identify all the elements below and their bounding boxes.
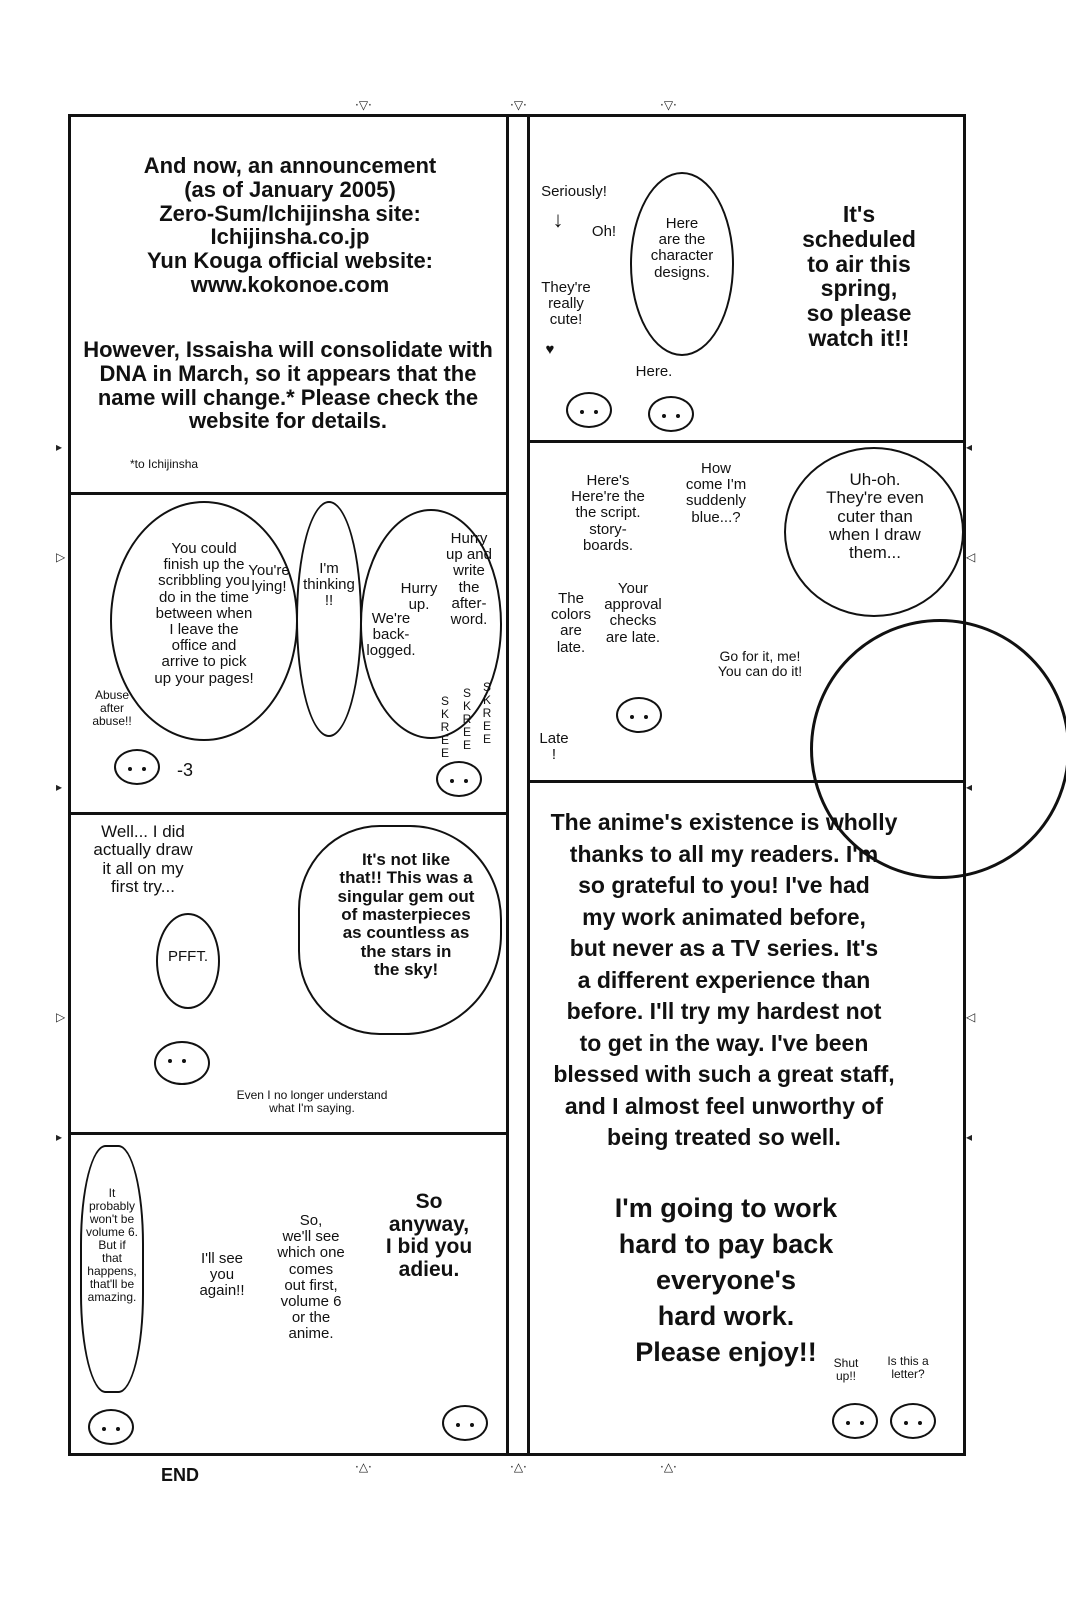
letter-text: Is this a letter? (887, 1354, 929, 1381)
thinking-text: I'm thinking !! (303, 560, 355, 610)
here-text: Here. (635, 363, 673, 380)
character-face (832, 1403, 878, 1439)
volume-text: It probably won't be volume 6. But if th… (85, 1186, 139, 1304)
speech-bubble (296, 501, 362, 737)
panel-pages: You could finish up the scribbling you d… (70, 495, 506, 812)
trim-mark: ◁ (966, 550, 976, 564)
trim-mark: ·▽· (510, 98, 527, 112)
trim-mark: ◁ (966, 1010, 976, 1024)
thanks-body: The anime's existence is wholly thanks t… (550, 809, 898, 1150)
speech-bubble (110, 501, 298, 741)
large-character-drawing (810, 619, 1066, 879)
hurry-afterword-text: Hurry up and write the after- word. (446, 530, 492, 628)
trim-mark: ·▽· (660, 98, 677, 112)
panel-adieu: It probably won't be volume 6. But if th… (70, 1135, 506, 1453)
speech-bubble (156, 913, 220, 1009)
end-label: END (160, 1465, 199, 1485)
trim-mark: ▸ (56, 440, 63, 454)
skree-sound: SKREE (482, 680, 492, 746)
cuter-bubble-text: Uh-oh. They're even cuter than when I dr… (826, 470, 924, 563)
whichone-text: So, we'll see which one comes out first,… (277, 1212, 345, 1343)
panel-announcement: And now, an announcement (as of January … (70, 116, 506, 492)
shut-up-text: Shut up!! (833, 1356, 859, 1383)
character-face (648, 396, 694, 432)
character-face (890, 1403, 936, 1439)
speech-bubble (360, 509, 502, 739)
closing-text: I'm going to work hard to pay back every… (614, 1193, 838, 1367)
scheduled-text: It's scheduled to air this spring, so pl… (802, 201, 916, 352)
panel-thanks: The anime's existence is wholly thanks t… (530, 783, 966, 1453)
seeyou-text: I'll see you again!! (199, 1250, 245, 1300)
announcement-title: And now, an announcement (as of January … (143, 153, 437, 297)
trim-mark: ·△· (355, 1460, 372, 1474)
column-divider (527, 114, 530, 1456)
script-text: Here's Here're the the script. story- bo… (571, 472, 645, 554)
cute-text: They're really cute! (541, 279, 591, 329)
character-face (442, 1405, 488, 1441)
finish-bubble-text: You could finish up the scribbling you d… (154, 540, 254, 687)
pfft-text: PFFT. (168, 948, 208, 965)
trim-mark: ▸ (56, 1130, 63, 1144)
lying-text: You're lying! (248, 562, 290, 596)
heart-icon: ♥ (545, 341, 555, 358)
panel-divider (68, 492, 508, 495)
abuse-text: Abuse after abuse!! (92, 688, 132, 728)
trim-mark: ▸ (56, 780, 63, 794)
arrow-icon: ↓ (552, 207, 564, 232)
trim-mark: ▷ (56, 550, 66, 564)
character-face (88, 1409, 134, 1445)
late-text: Late ! (539, 730, 569, 764)
backlogged-text: We're back- logged. (366, 610, 416, 660)
panel-divider (528, 440, 966, 443)
skree-sound: SKREE (462, 686, 472, 752)
hurry-text: Hurry up. (400, 580, 438, 614)
panel-divider (528, 780, 966, 783)
announcement-body: However, Issaisha will consolidate with … (83, 337, 493, 434)
colors-text: The colors are late. (550, 590, 591, 656)
character-face (154, 1041, 210, 1085)
well-text: Well... I did actually draw it all on my… (93, 822, 193, 897)
oh-text: Oh! (591, 223, 617, 240)
approval-text: Your approval checks are late. (604, 580, 662, 646)
speech-bubble (784, 447, 964, 617)
panel-character-designs: Seriously! ↓ Oh! They're really cute! ♥ … (530, 116, 966, 440)
panel-divider (68, 812, 508, 815)
panel-divider (68, 1132, 508, 1135)
speech-bubble (630, 172, 734, 356)
gem-bubble-text: It's not like that!! This was a singular… (337, 850, 475, 980)
panel-script: Here's Here're the the script. story- bo… (530, 443, 1066, 879)
trim-mark: ·△· (510, 1460, 527, 1474)
trim-mark: ▷ (56, 1010, 66, 1024)
goforit-text: Go for it, me! You can do it! (717, 648, 803, 680)
adieu-text: So anyway, I bid you adieu. (385, 1190, 473, 1282)
announcement-footnote: *to Ichijinsha (130, 457, 199, 471)
trim-mark: ◂ (966, 440, 973, 454)
character-face (114, 749, 160, 785)
trim-mark: ◂ (966, 1130, 973, 1144)
understand-text: Even I no longer understand what I'm say… (236, 1088, 388, 1115)
trim-mark: ·▽· (355, 98, 372, 112)
seriously-text: Seriously! (541, 183, 607, 200)
skree-sound: SKREE (440, 694, 450, 760)
designs-bubble-text: Here are the character designs. (650, 215, 714, 281)
speech-bubble (80, 1145, 144, 1393)
speech-bubble (298, 825, 502, 1035)
character-face (436, 761, 482, 797)
pout-text: -3 (176, 760, 193, 780)
panel-first-try: Well... I did actually draw it all on my… (70, 815, 506, 1132)
column-divider (506, 114, 509, 1456)
trim-mark: ·△· (660, 1460, 677, 1474)
character-face (566, 392, 612, 428)
blue-text: How come I'm suddenly blue...? (685, 460, 747, 526)
character-face (616, 697, 662, 733)
